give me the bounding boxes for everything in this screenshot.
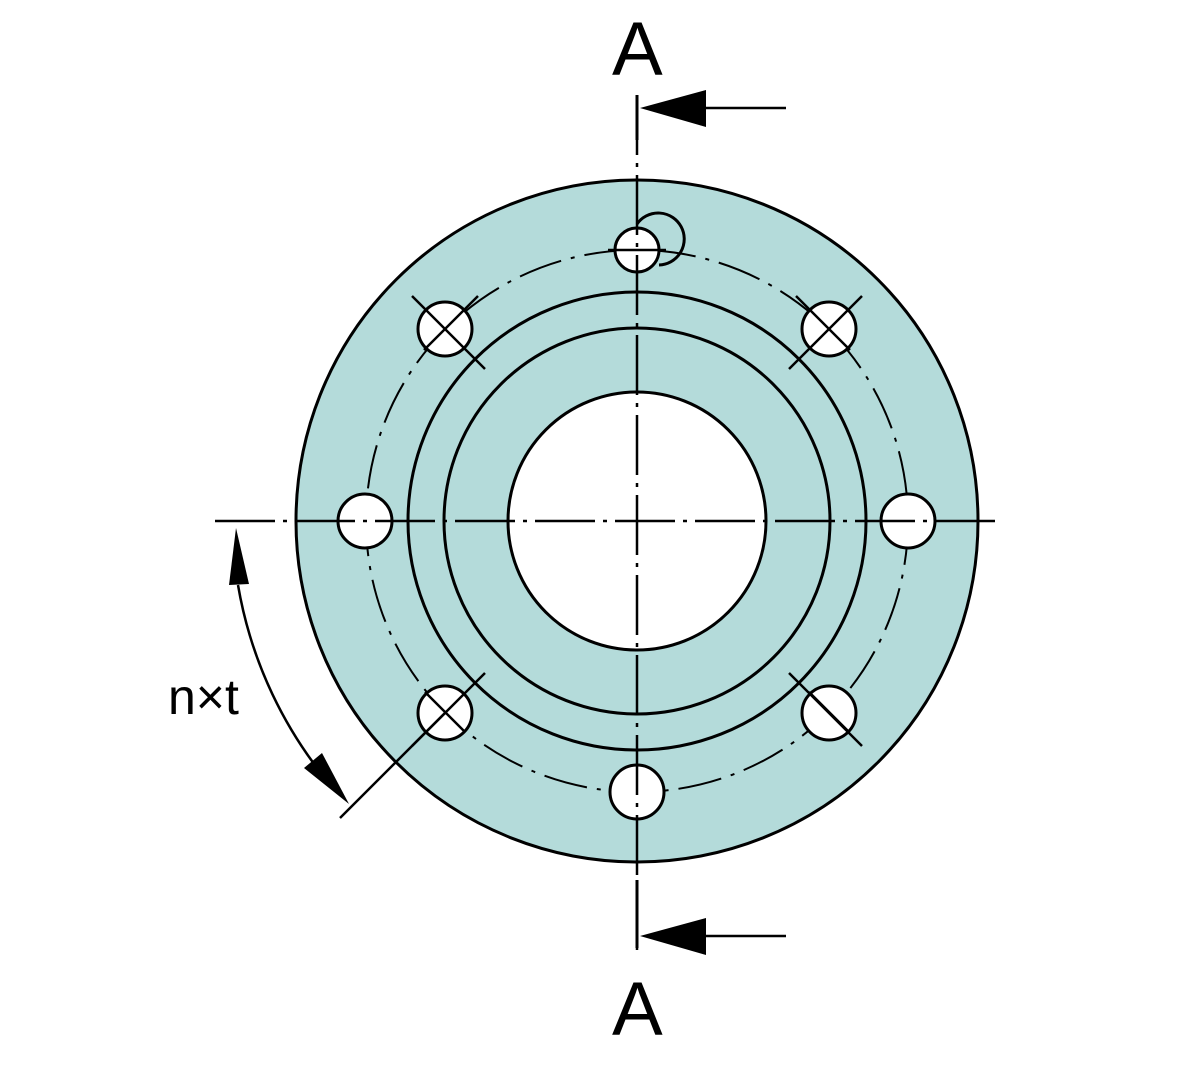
thread-arc-icon <box>635 211 686 267</box>
section-label-top: A <box>612 7 663 92</box>
dimension-label: n×t <box>168 669 239 725</box>
angular-dimension <box>229 528 349 804</box>
section-arrow-bottom <box>635 880 786 955</box>
centerlines <box>215 95 995 950</box>
section-label-bottom: A <box>612 967 663 1052</box>
section-arrow-top <box>635 90 786 140</box>
